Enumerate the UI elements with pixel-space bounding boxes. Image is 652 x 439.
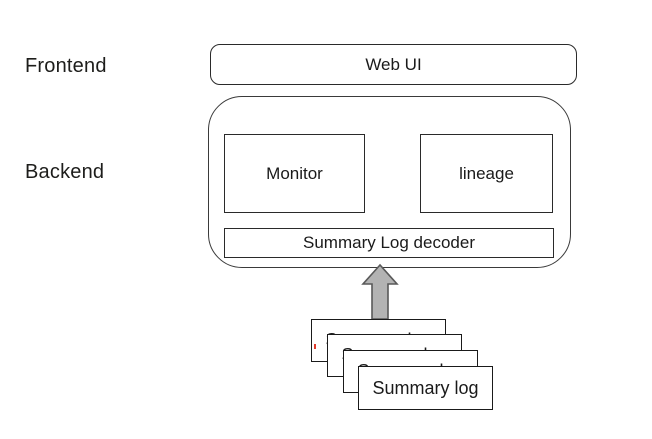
monitor-box: Monitor	[224, 134, 365, 213]
summary-log-decoder-label: Summary Log decoder	[303, 233, 475, 252]
web-ui-box: Web UI	[210, 44, 577, 85]
monitor-label: Monitor	[266, 163, 323, 183]
summary-log-decoder-bar: Summary Log decoder	[224, 228, 554, 258]
lineage-label: lineage	[459, 163, 514, 183]
up-arrow-icon	[361, 263, 399, 320]
frontend-label: Frontend	[25, 55, 107, 77]
red-artifact-mark	[314, 344, 316, 349]
web-ui-label: Web UI	[365, 54, 422, 74]
summary-log-label: Summary log	[372, 377, 479, 398]
summary-log-box: Summary log	[358, 366, 493, 410]
backend-label: Backend	[25, 161, 105, 183]
lineage-box: lineage	[420, 134, 553, 213]
